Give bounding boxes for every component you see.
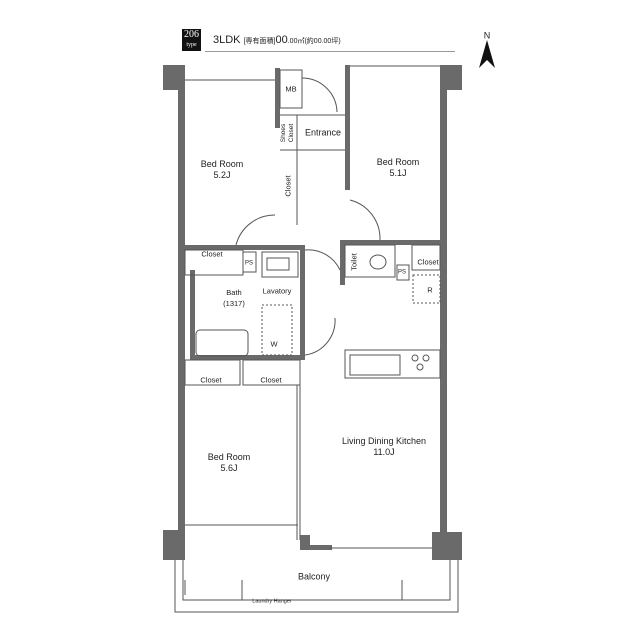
column-nw xyxy=(163,65,185,90)
header-divider xyxy=(205,51,455,52)
closet-sw1-label: Closet xyxy=(200,375,222,385)
fridge-label: R xyxy=(427,285,433,295)
plan-header: 3LDK [専有面積]00.00㎡(約00.00坪) xyxy=(213,34,341,46)
closet-ne-label: Closet xyxy=(417,257,439,267)
column-se xyxy=(432,532,462,560)
walls xyxy=(163,65,462,560)
bedroom-door-swing xyxy=(235,214,276,246)
area-label: [専有面積] xyxy=(243,38,276,45)
closet-sw2-label: Closet xyxy=(260,375,282,385)
kitchen-sink xyxy=(349,354,401,376)
closet-nw-label: Closet xyxy=(201,249,223,259)
hall-closet-label: Closet xyxy=(283,175,293,197)
layout-label: 3LDK xyxy=(213,34,241,46)
balcony-label: Balcony xyxy=(297,571,331,582)
area-decimal: .00㎡(約00.00坪) xyxy=(287,38,341,45)
bath-label: Bath(1317) xyxy=(223,288,245,308)
fridge-space xyxy=(412,274,441,304)
sink xyxy=(261,251,299,278)
type-number: 206 xyxy=(184,29,199,40)
area-value: 00 xyxy=(275,34,288,46)
type-badge: 206 type xyxy=(182,29,201,51)
ps-left-label: PS xyxy=(244,260,254,267)
bathtub xyxy=(195,329,249,357)
laundry-hanger-label: Laundry Hanger xyxy=(252,598,292,605)
column-ne xyxy=(440,65,462,90)
column-sw xyxy=(163,530,185,560)
ps-right-label: PS xyxy=(397,269,407,276)
entrance-door-swing xyxy=(301,77,338,113)
lavatory-label: Lavatory xyxy=(262,286,292,296)
toilet-label: Toilet xyxy=(349,253,359,271)
compass-arrow xyxy=(479,40,495,68)
shoes-closet-label: Shoes Closet xyxy=(280,123,295,143)
mb-label: MB xyxy=(285,84,297,94)
type-label: type xyxy=(186,42,197,48)
entrance-label: Entrance xyxy=(304,127,342,138)
toilet-bowl xyxy=(369,254,387,270)
washer-label: W xyxy=(270,339,278,349)
compass-north-label: N xyxy=(483,30,491,41)
mb-box xyxy=(279,69,303,109)
kitchen-counter xyxy=(344,349,441,379)
